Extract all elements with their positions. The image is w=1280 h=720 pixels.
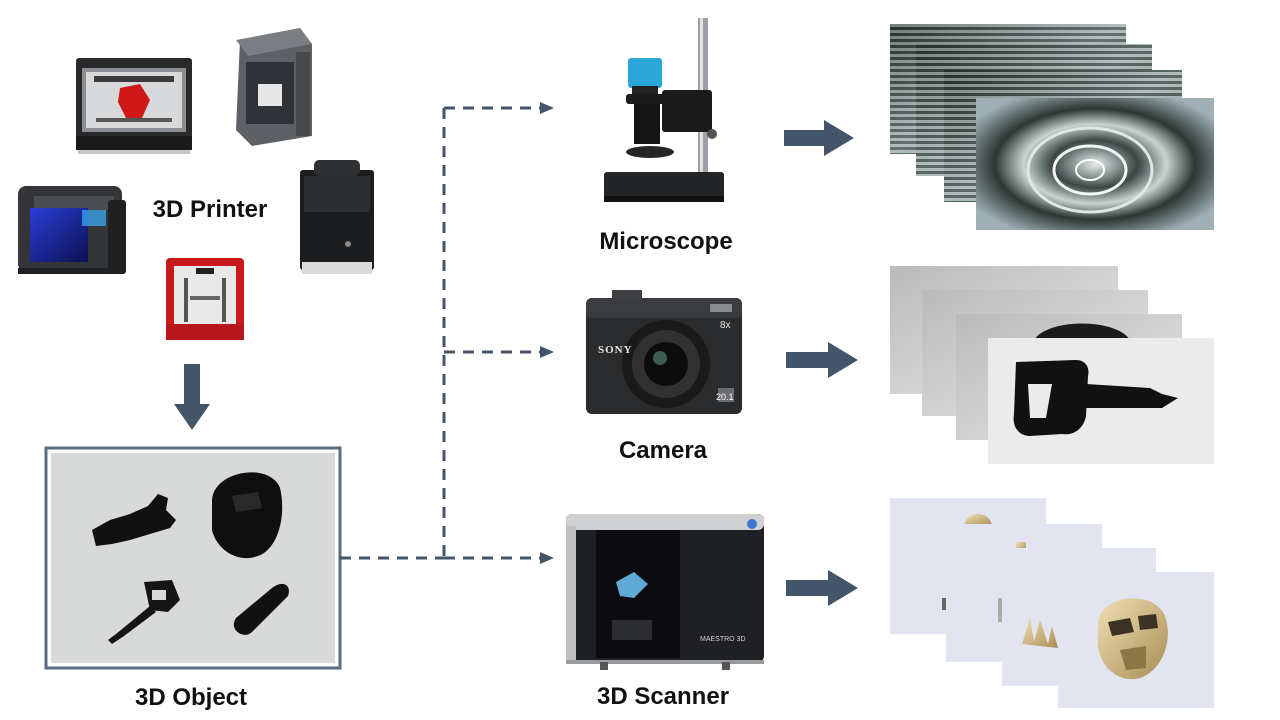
printer-icon (236, 28, 312, 146)
printer-icon (18, 186, 126, 274)
dashed-arrowheads (540, 102, 554, 564)
camera-megapixels-text: 20.1 (716, 392, 734, 402)
microscope-result-stack (890, 24, 1214, 230)
object-label: 3D Object (134, 684, 248, 711)
camera-icon (586, 290, 742, 414)
down-arrow-icon (174, 364, 210, 430)
key-icon (108, 580, 180, 644)
scanner-label: 3D Scanner (596, 683, 730, 710)
camera-result-stack (890, 266, 1214, 464)
right-arrow-icon (786, 570, 858, 606)
right-arrow-icon (786, 342, 858, 378)
dashed-connectors (340, 106, 540, 560)
printer-label: 3D Printer (152, 196, 268, 223)
microscope-icon (604, 18, 724, 202)
figure-icon (92, 494, 176, 546)
printer-icon (166, 258, 244, 340)
camera-brand-text: SONY (598, 344, 633, 356)
helmet-icon (212, 472, 283, 559)
scanner-icon (566, 514, 764, 670)
camera-label: Camera (618, 437, 708, 464)
scanner-brand-text: MAESTRO 3D (700, 636, 746, 643)
printer-icon (300, 160, 374, 274)
key-icon (1013, 360, 1178, 436)
helmet-icon (1098, 598, 1168, 680)
right-arrow-icon (784, 120, 854, 156)
scanner-result-stack (890, 498, 1214, 708)
microscope-label: Microscope (599, 228, 733, 255)
printer-icon (76, 58, 192, 154)
bullet-icon (233, 583, 289, 635)
object-photo (44, 446, 342, 670)
camera-zoom-text: 8x (720, 320, 731, 331)
